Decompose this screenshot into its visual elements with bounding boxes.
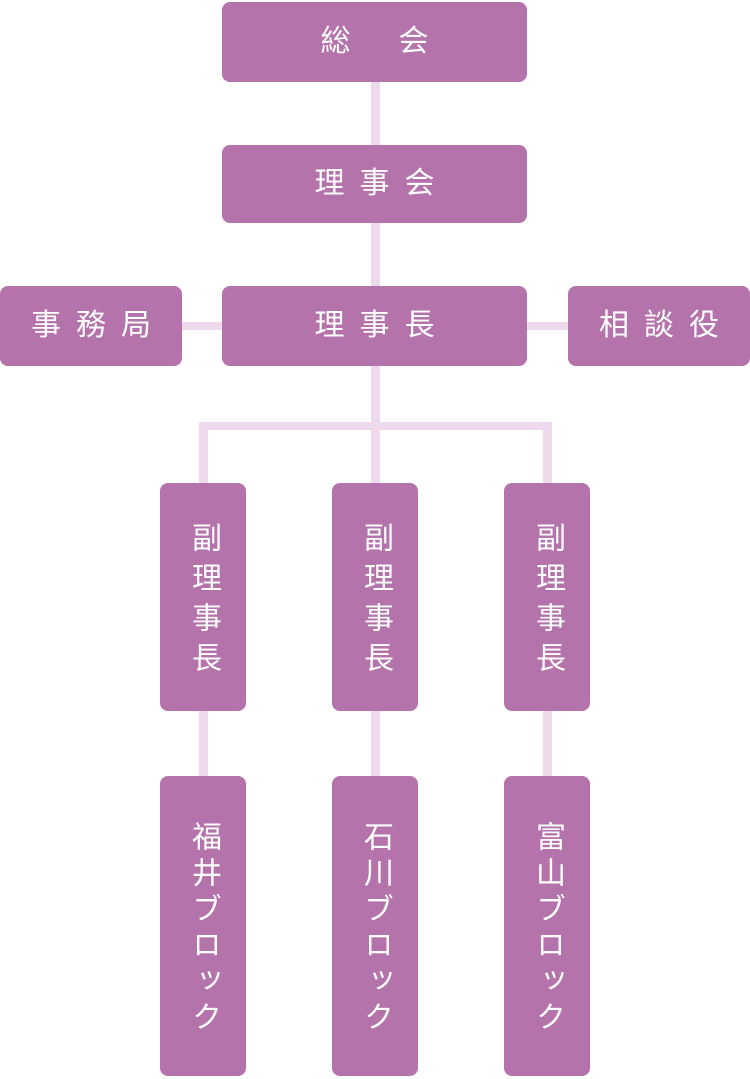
org-node-soudanyaku-label: 相談役 — [599, 309, 734, 342]
connector-branch-left — [199, 422, 208, 483]
connector-rijikai-rijichou — [371, 223, 380, 286]
org-node-block-ishikawa: 石川ブロック — [332, 776, 418, 1076]
connector-soukai-rijikai — [371, 82, 380, 145]
connector-fuku-block-left — [199, 711, 208, 776]
org-node-rijichou: 理事長 — [222, 286, 527, 366]
org-node-fuku-right: 副理事長 — [504, 483, 590, 711]
org-node-rijikai: 理事会 — [222, 145, 527, 223]
connector-fuku-block-center — [371, 711, 380, 776]
org-node-fuku-right-label: 副理事長 — [531, 522, 564, 682]
org-node-soudanyaku: 相談役 — [568, 286, 750, 366]
org-node-fuku-center: 副理事長 — [332, 483, 418, 711]
org-node-fuku-left: 副理事長 — [160, 483, 246, 711]
org-node-block-fukui: 福井ブロック — [160, 776, 246, 1076]
org-node-soukai: 総 会 — [222, 2, 527, 82]
org-node-block-toyama-label: 富山ブロック — [531, 821, 564, 1037]
org-node-rijichou-label: 理事長 — [314, 309, 450, 342]
org-node-block-toyama: 富山ブロック — [504, 776, 590, 1076]
org-node-fuku-center-label: 副理事長 — [359, 522, 392, 682]
connector-branch-center — [371, 430, 380, 483]
org-node-fuku-left-label: 副理事長 — [187, 522, 220, 682]
org-node-block-fukui-label: 福井ブロック — [187, 821, 220, 1037]
org-node-soukai-label: 総 会 — [320, 25, 438, 58]
connector-branch-horizontal — [199, 422, 552, 430]
org-node-rijikai-label: 理事会 — [314, 167, 450, 200]
connector-rijichou-soudanyaku — [527, 322, 568, 330]
connector-rijichou-branch — [371, 366, 380, 430]
org-node-block-ishikawa-label: 石川ブロック — [359, 821, 392, 1037]
connector-branch-right — [543, 422, 552, 483]
org-node-jimukyoku: 事務局 — [0, 286, 182, 366]
connector-fuku-block-right — [543, 711, 552, 776]
connector-jimukyoku-rijichou — [182, 322, 222, 330]
org-node-jimukyoku-label: 事務局 — [31, 309, 166, 342]
